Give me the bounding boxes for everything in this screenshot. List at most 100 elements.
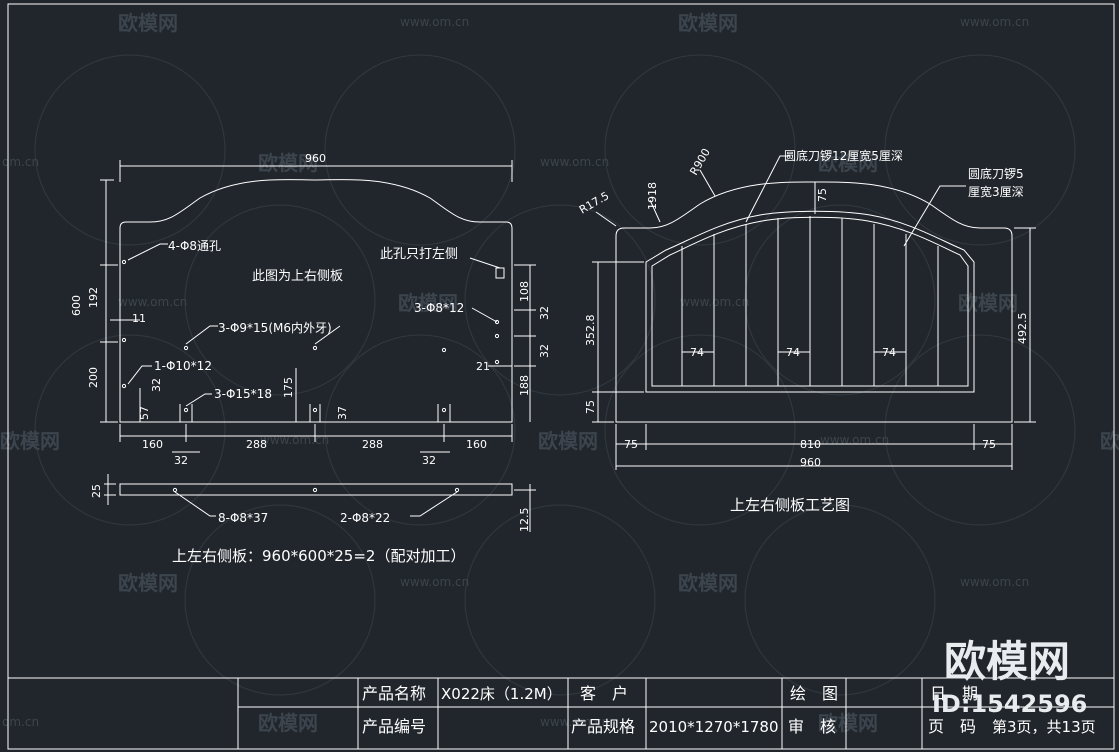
label-customer: 客 户 — [580, 684, 628, 703]
watermark-brand: 欧模网 — [678, 571, 738, 595]
dim-height-600: 600 — [70, 295, 83, 316]
hole-marker — [183, 407, 189, 413]
dim-75-top: 75 — [816, 188, 829, 202]
dim-32-bottom-right: 32 — [422, 454, 436, 467]
leader-line — [127, 243, 168, 261]
leader-line — [903, 185, 966, 247]
watermark-circle — [184, 204, 376, 396]
watermark-circle — [464, 204, 656, 396]
hole-marker — [312, 487, 318, 493]
hole-marker — [183, 345, 189, 351]
note-groove-12: 圆底刀锣12厘宽5厘深 — [784, 148, 903, 163]
note-holes-15x18: 3-Φ15*18 — [214, 387, 272, 401]
leader-line — [314, 325, 341, 345]
label-page: 页 码 — [928, 717, 976, 736]
title-block — [8, 677, 1114, 749]
label-date: 日 期 — [930, 684, 978, 703]
note-left-only-hole: 此孔只打左侧 — [380, 247, 458, 262]
leader-line — [649, 199, 661, 223]
dim-32-right-b: 32 — [538, 344, 551, 358]
dim-75-bottom-left: 75 — [624, 438, 638, 451]
watermark-brand: 欧模网 — [118, 571, 178, 595]
dim-32-left: 32 — [150, 378, 163, 392]
panel-outline — [615, 181, 1013, 423]
watermark-url: www.om.cn — [680, 295, 749, 309]
dim-width-960: 960 — [305, 152, 326, 165]
groove-outer — [645, 210, 975, 393]
value-product-name: X022床（1.2M） — [441, 685, 562, 703]
watermark-brand: 欧模网 — [818, 711, 878, 735]
watermark-brand: 欧模网 — [398, 291, 458, 315]
label-product-name: 产品名称 — [362, 684, 426, 703]
watermark-brand: 欧模网 — [538, 429, 598, 453]
label-review: 审 核 — [788, 717, 836, 736]
dim-32-bottom-left: 32 — [174, 454, 188, 467]
watermark-circle — [884, 54, 1076, 246]
dim-57: 57 — [138, 406, 151, 420]
dim-74-b: 74 — [786, 346, 800, 359]
watermark-circle — [464, 504, 656, 696]
watermark-brand: 欧模网 — [818, 151, 878, 175]
watermark-url: www.om.cn — [540, 155, 609, 169]
dim-192: 192 — [87, 287, 100, 308]
hole-marker — [312, 345, 318, 351]
watermark-layer — [34, 54, 1076, 696]
watermark-circle — [34, 334, 226, 526]
watermark-circle — [604, 334, 796, 526]
leader-line — [745, 155, 790, 223]
dim-74-c: 74 — [882, 346, 896, 359]
watermark-url: www.om.cn — [400, 575, 469, 589]
note-groove-5-line1: 圆底刀锣5 — [968, 166, 1024, 181]
watermark-url: www.om.cn — [540, 715, 609, 729]
watermark-circle — [744, 204, 936, 396]
hole-marker — [494, 333, 500, 339]
watermark-brand: 欧模网 — [678, 11, 738, 35]
hole-marker — [312, 407, 318, 413]
dim-175: 175 — [282, 377, 295, 398]
watermark-url: www.om.cn — [820, 433, 889, 447]
leader-line — [174, 491, 216, 517]
note-holes-8x22: 2-Φ8*22 — [340, 511, 390, 525]
left-panel-edge-view — [104, 474, 536, 532]
hole-marker — [121, 383, 127, 389]
groove-inner — [651, 216, 969, 387]
hole-marker — [121, 259, 127, 265]
dim-32-right-a: 32 — [538, 306, 551, 320]
watermark-circle — [884, 334, 1076, 526]
leader-line — [471, 307, 498, 323]
leader-line — [185, 393, 212, 407]
right-panel-view — [592, 155, 1036, 470]
watermark-circle — [604, 54, 796, 246]
watermark-circle — [324, 334, 516, 526]
leader-line — [595, 211, 617, 227]
dim-960-right: 960 — [800, 456, 821, 469]
watermark-url: www.om.cn — [400, 15, 469, 29]
dim-21: 21 — [476, 360, 490, 373]
watermark-brand: 欧模网 — [258, 151, 318, 175]
panel-edge-outline — [119, 483, 513, 496]
dim-1918: 1918 — [646, 182, 659, 210]
watermark-brand: 欧模网 — [958, 291, 1018, 315]
corner-logo-brand: 欧模网 — [944, 637, 1070, 686]
watermark-url: www.om.cn — [118, 295, 187, 309]
dim-288-left: 288 — [246, 438, 267, 451]
value-page: 第3页，共13页 — [992, 718, 1096, 736]
note-through-hole: 4-Φ8通孔 — [168, 239, 221, 253]
watermark-circle — [744, 504, 936, 696]
watermark-brand: 欧模网 — [1100, 429, 1119, 453]
hole-marker — [454, 487, 460, 493]
label-product-code: 产品编号 — [362, 717, 426, 736]
watermark-brand: 欧模网 — [258, 711, 318, 735]
dim-108: 108 — [518, 281, 531, 302]
dim-25: 25 — [90, 484, 103, 498]
note-groove-5-line2: 厘宽3厘深 — [968, 184, 1024, 199]
watermark-circle — [34, 54, 226, 246]
leader-line — [699, 169, 716, 197]
dim-12-5: 12.5 — [518, 508, 531, 533]
dim-37: 37 — [336, 406, 349, 420]
dim-11: 11 — [132, 312, 146, 325]
dim-75-bottom-right: 75 — [982, 438, 996, 451]
dim-810: 810 — [800, 438, 821, 451]
